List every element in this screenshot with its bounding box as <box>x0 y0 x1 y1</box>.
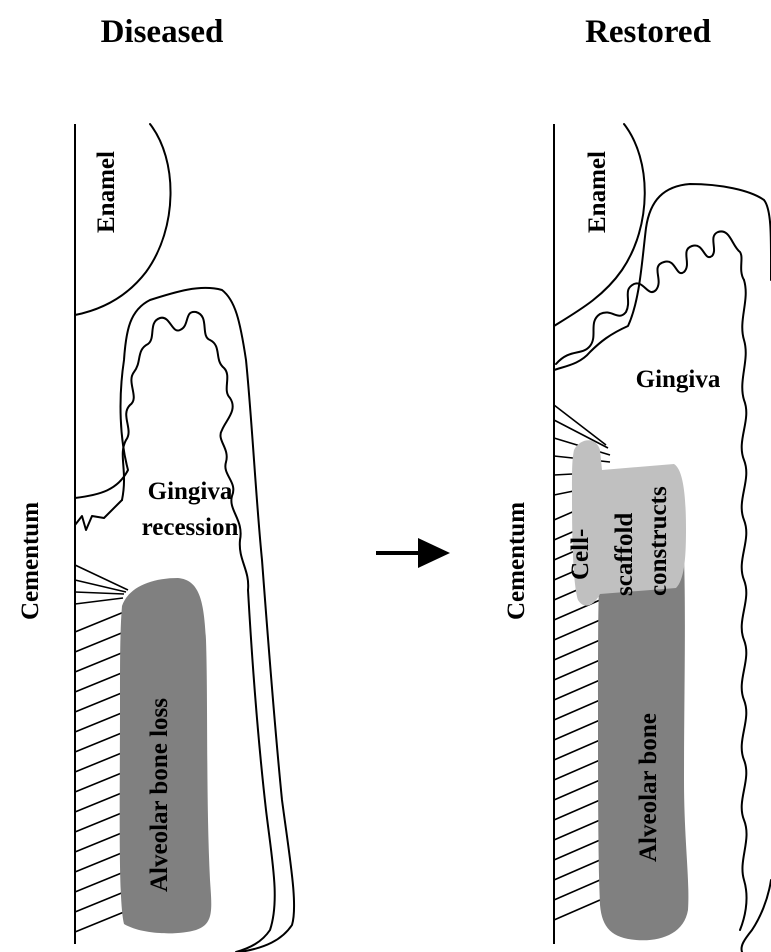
construct-label-3: constructs <box>645 486 672 596</box>
recession-label: recession <box>142 514 239 541</box>
cementum-label: Cementum <box>17 502 44 620</box>
restored-panel: Restored Enamel Cementum <box>503 14 771 952</box>
construct-label-2: scaffold <box>611 513 638 596</box>
diseased-panel: Diseased Enamel Cementum <box>17 14 294 952</box>
ligament-fibres-lower <box>75 612 124 932</box>
cementum-label-restored: Cementum <box>503 502 530 620</box>
gingiva-label: Gingiva <box>148 478 233 505</box>
diseased-title: Diseased <box>101 14 224 50</box>
construct-label-1: Cell- <box>567 529 594 580</box>
ligament-fibres-upper <box>75 565 128 604</box>
gingiva-rete-ridges <box>122 312 248 590</box>
right-arrow-icon <box>376 538 450 568</box>
gingiva-wavy-edge-restored <box>740 280 747 930</box>
enamel-label-restored: Enamel <box>584 151 611 233</box>
alveolar-bone-loss-label: Alveolar bone loss <box>146 698 173 892</box>
enamel-crown <box>75 124 171 315</box>
gingiva-label-restored: Gingiva <box>636 366 721 393</box>
restored-title: Restored <box>585 14 711 50</box>
gingival-margin <box>75 500 122 530</box>
alveolar-bone-label: Alveolar bone <box>635 713 662 862</box>
gingiva-rete-ridges-restored <box>556 231 744 364</box>
enamel-label: Enamel <box>93 151 120 233</box>
